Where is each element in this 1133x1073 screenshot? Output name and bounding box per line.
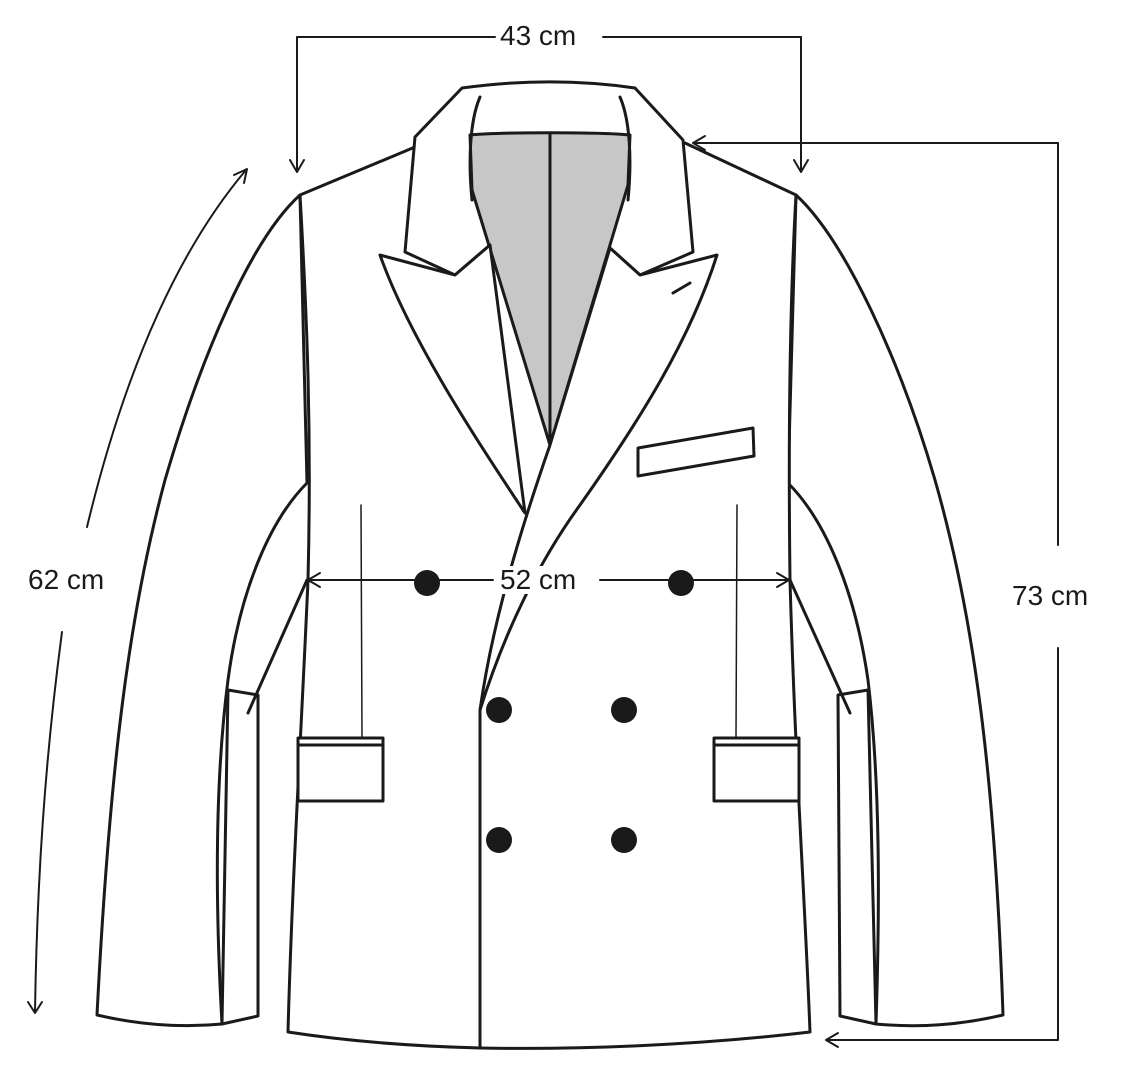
button	[486, 697, 512, 723]
left-dart	[360, 504, 363, 739]
shoulder-dimension-line-right	[602, 36, 802, 171]
arrowhead	[289, 159, 305, 173]
chest-width-label: 52 cm	[500, 564, 577, 595]
sleeve-length-label: 62 cm	[28, 564, 105, 595]
collar-inner-right	[618, 95, 632, 202]
left-sleeve-cuff	[220, 688, 260, 1026]
right-dart	[735, 504, 738, 739]
right-sleeve-cuff	[836, 688, 878, 1026]
right-sleeve	[786, 193, 1005, 1028]
button	[611, 827, 637, 853]
button	[611, 697, 637, 723]
sleeve-dimension-arc-bottom	[34, 631, 63, 1013]
left-sleeve	[95, 193, 309, 1028]
right-flap-pocket	[712, 736, 801, 803]
collar-inner-left	[468, 95, 482, 202]
shoulder-width-label: 43 cm	[500, 20, 577, 51]
right-lapel	[478, 246, 719, 712]
sleeve-dimension-arc-top	[86, 169, 247, 528]
breast-pocket	[636, 426, 756, 478]
length-dimension-line-top	[694, 142, 1059, 546]
left-side-seam	[246, 578, 309, 715]
right-side-seam	[788, 578, 852, 715]
arrowhead	[776, 572, 790, 588]
arrowhead	[27, 1001, 43, 1014]
left-lapel	[378, 243, 527, 515]
arrowhead	[825, 1032, 839, 1048]
body-length-label: 73 cm	[1012, 580, 1089, 611]
arrowhead	[233, 168, 248, 184]
length-dimension-line-bottom	[827, 647, 1059, 1041]
button	[414, 570, 440, 596]
lapel-buttonhole	[671, 281, 692, 295]
arrowhead	[692, 135, 706, 151]
button	[668, 570, 694, 596]
shoulder-dimension-line	[296, 36, 496, 171]
button	[486, 827, 512, 853]
arrowhead	[793, 159, 809, 173]
left-flap-pocket	[296, 736, 385, 803]
arrowhead	[307, 572, 321, 588]
